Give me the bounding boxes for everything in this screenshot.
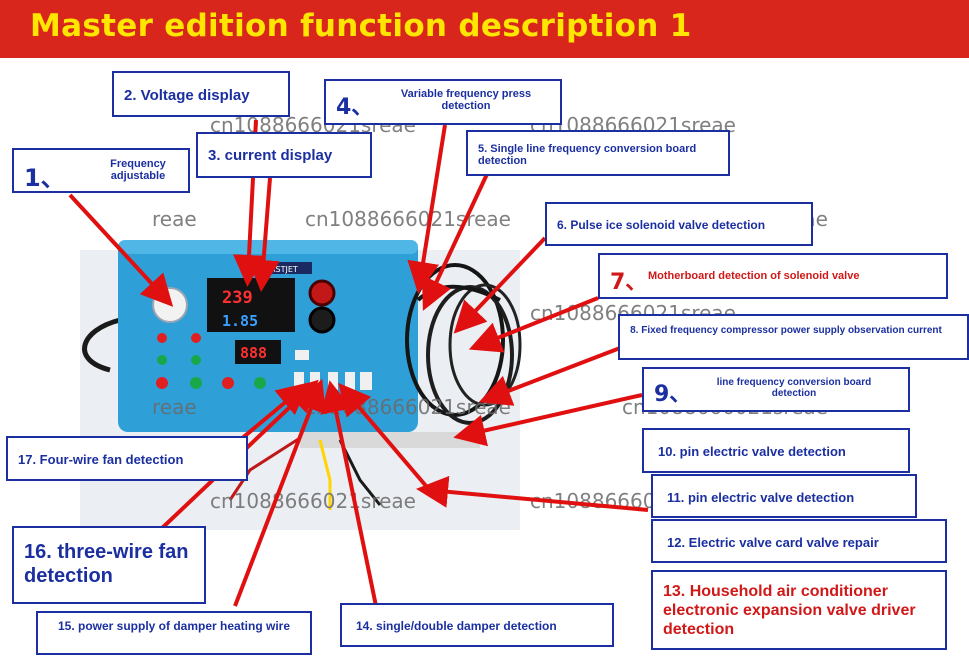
label-15-damper-heating-wire: 15. power supply of damper heating wire [36, 611, 312, 655]
label-17-four-wire-fan: 17. Four-wire fan detection [6, 436, 248, 481]
arrow-5 [422, 171, 490, 311]
arrow-14 [320, 380, 378, 607]
label-14-damper-detection: 14. single/double damper detection [340, 603, 614, 647]
arrow-4 [407, 124, 447, 294]
arrow-7 [468, 296, 599, 353]
arrow-11 [416, 475, 649, 512]
led-4 [191, 355, 201, 365]
label-10-text: 10. pin electric valve detection [658, 444, 846, 459]
connector-harness [300, 432, 480, 448]
label-4-text: Variable frequency press detection [400, 88, 532, 112]
button-4 [254, 377, 266, 389]
label-2-text: 2. Voltage display [124, 87, 250, 104]
label-9-line-board: 9、 line frequency conversion board detec… [642, 367, 910, 412]
arrow-13 [338, 382, 440, 502]
label-9-number: 9、 [654, 382, 692, 407]
label-1-number: 1、 [24, 164, 65, 192]
label-4-number: 4、 [336, 95, 374, 120]
label-9-text: line frequency conversion board detectio… [716, 377, 872, 399]
label-7-text: Motherboard detection of solenoid valve [648, 270, 860, 282]
label-4-variable-frequency: 4、 Variable frequency press detection [324, 79, 562, 125]
display-mid-value: 1.85 [222, 312, 258, 330]
arrow-9 [453, 393, 643, 447]
led-3 [157, 355, 167, 365]
label-13-expansion-valve-driver: 13. Household air conditioner electronic… [651, 570, 947, 650]
arrow-3 [247, 177, 280, 292]
arrow-1 [68, 193, 174, 307]
label-11-pin-valve: 11. pin electric valve detection [651, 474, 917, 518]
label-15-text: 15. power supply of damper heating wire [57, 619, 291, 633]
label-16-three-wire-fan: 16. three-wire fan detection [12, 526, 206, 604]
label-16-text: 16. three-wire fan detection [24, 541, 189, 587]
watermark-4: cn1088666021sreae [305, 207, 511, 231]
yellow-wire [318, 439, 332, 510]
button-3 [222, 377, 234, 389]
arrow-6 [453, 236, 547, 334]
arrow-8 [478, 346, 621, 406]
page-title: Master edition function description 1 [30, 8, 692, 44]
label-3-text: 3. current display [208, 147, 333, 164]
label-1-frequency-adjustable: 1、 Frequency adjustable [12, 148, 190, 193]
label-12-text: 12. Electric valve card valve repair [667, 535, 879, 550]
label-12-card-valve-repair: 12. Electric valve card valve repair [651, 519, 947, 563]
brand-text: EASTJET [265, 265, 298, 274]
label-11-text: 11. pin electric valve detection [667, 490, 855, 505]
display-top-value: 239 [222, 288, 253, 308]
label-6-pulse-ice-valve: 6. Pulse ice solenoid valve detection [545, 202, 813, 246]
label-1-text: Frequency adjustable [110, 158, 166, 182]
label-7-motherboard-valve: 7、 Motherboard detection of solenoid val… [598, 253, 948, 299]
device-top-edge [118, 240, 418, 254]
power-cable [82, 317, 121, 373]
socket-1 [295, 350, 309, 360]
label-8-fixed-frequency-compressor: 8. Fixed frequency compressor power supp… [618, 314, 969, 360]
watermark-3: reae [152, 207, 197, 231]
label-6-text: 6. Pulse ice solenoid valve detection [557, 218, 766, 232]
label-7-number: 7、 [610, 270, 648, 295]
label-17-text: 17. Four-wire fan detection [18, 452, 184, 467]
label-10-pin-valve: 10. pin electric valve detection [642, 428, 910, 473]
title-banner: Master edition function description 1 [0, 0, 969, 58]
frequency-display [235, 340, 281, 364]
label-14-text: 14. single/double damper detection [356, 619, 557, 633]
label-13-text: 13. Household air conditioner electronic… [663, 583, 916, 639]
button-2 [190, 377, 202, 389]
watermark-7: reae [152, 395, 197, 419]
label-5-text: 5. Single line frequency conversion boar… [478, 143, 697, 167]
led-1 [157, 333, 167, 343]
label-3-current-display: 3. current display [196, 132, 372, 178]
led-2 [191, 333, 201, 343]
red-terminal [308, 279, 336, 307]
label-2-voltage-display: 2. Voltage display [112, 71, 290, 117]
watermark-10: cn1088666021sreae [210, 489, 416, 513]
label-5-single-line-board: 5. Single line frequency conversion boar… [466, 130, 730, 176]
arrow-15 [233, 378, 326, 607]
label-8-text: 8. Fixed frequency compressor power supp… [630, 325, 942, 336]
button-1 [156, 377, 168, 389]
red-wire [228, 436, 301, 501]
black-terminal [308, 306, 336, 334]
black-wire [338, 439, 382, 506]
display-low-value: 888 [240, 344, 267, 362]
